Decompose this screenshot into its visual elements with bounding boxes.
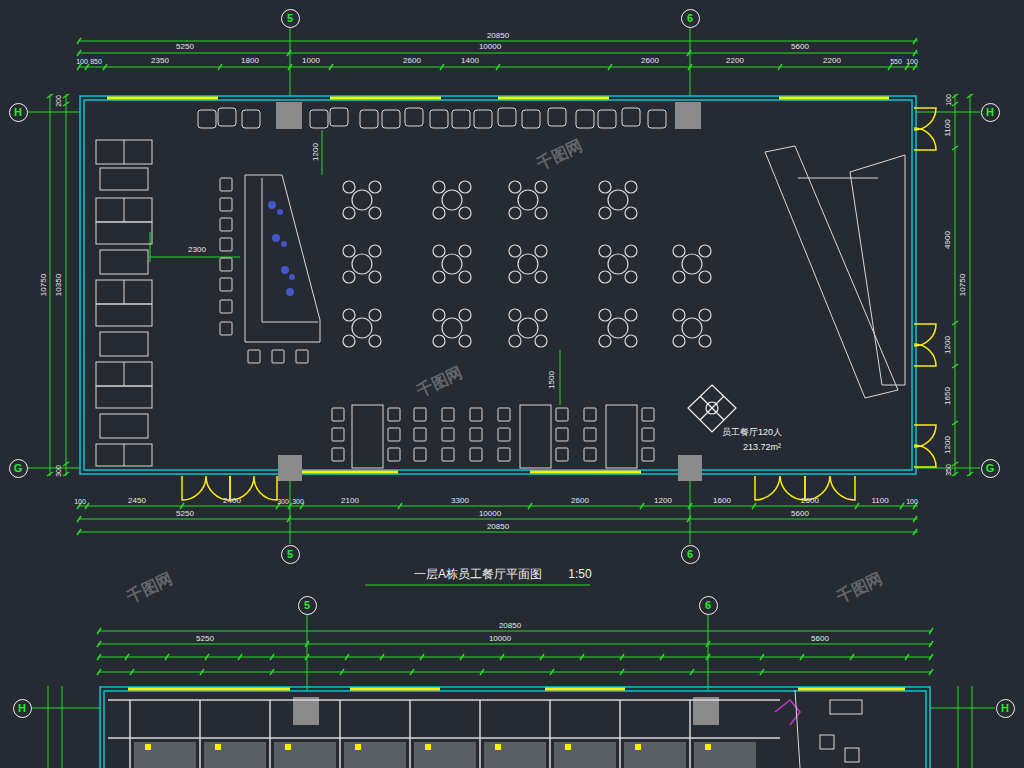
dimension-text: 2100 xyxy=(341,497,359,505)
dimension-text: 5250 xyxy=(176,43,194,51)
axis-bubble: 5 xyxy=(281,9,300,28)
room-label: 213.72m² xyxy=(743,443,781,452)
dimension-text: 5250 xyxy=(196,635,214,643)
axis-number: G xyxy=(14,463,23,474)
axis-bubble: H xyxy=(981,103,1000,122)
axis-number: 6 xyxy=(687,13,693,24)
dimension-text: 10000 xyxy=(479,43,501,51)
dimension-text: 10350 xyxy=(55,274,63,296)
axis-number: H xyxy=(1001,703,1009,714)
dimension-text: 2600 xyxy=(403,57,421,65)
dimension-text: 5600 xyxy=(811,635,829,643)
dimension-text: 300 xyxy=(292,498,304,505)
dimension-text: 1100 xyxy=(944,119,952,136)
dimension-text: 5250 xyxy=(176,510,194,518)
axis-bubble: 6 xyxy=(681,545,700,564)
dimension-text: 350 xyxy=(945,464,952,476)
axis-number: 5 xyxy=(287,549,293,560)
axis-bubble: H xyxy=(996,699,1015,718)
dimension-text: 100 xyxy=(906,498,918,505)
axis-bubble: 6 xyxy=(681,9,700,28)
dimension-text: 2400 xyxy=(223,497,241,505)
dimension-text: 1800 xyxy=(241,57,259,65)
dimension-text: 850 xyxy=(90,58,102,65)
dimension-text: 100 xyxy=(945,94,952,106)
axis-number: 6 xyxy=(687,549,693,560)
dimension-text: 1200 xyxy=(944,436,952,454)
dimension-text: 100 xyxy=(74,498,86,505)
axis-number: H xyxy=(18,703,26,714)
dimension-text: 100 xyxy=(76,58,88,65)
dimension-text: 1400 xyxy=(461,57,479,65)
axis-bubble: G xyxy=(9,459,28,478)
dimension-text: 3300 xyxy=(451,497,469,505)
dimension-text: 1200 xyxy=(654,497,672,505)
axis-number: 5 xyxy=(304,600,310,611)
dimension-text: 10750 xyxy=(40,274,48,296)
dimension-text: 1650 xyxy=(944,387,952,405)
watermark: 千图网 xyxy=(535,138,585,173)
dimension-text: 2300 xyxy=(188,246,206,254)
dimension-text: 2600 xyxy=(641,57,659,65)
axis-bubble: H xyxy=(13,699,32,718)
dimension-text: 1600 xyxy=(713,497,731,505)
dimension-text: 1500 xyxy=(548,371,556,389)
dimension-text: 300 xyxy=(55,465,62,477)
dimension-text: 10750 xyxy=(959,274,967,296)
watermark: 千图网 xyxy=(125,571,175,606)
watermark: 千图网 xyxy=(415,365,465,400)
dimension-text: 5600 xyxy=(791,43,809,51)
dimension-text: 10000 xyxy=(479,510,501,518)
dimension-text: 1100 xyxy=(871,497,888,505)
dimension-text: 100 xyxy=(906,58,918,65)
axis-number: 5 xyxy=(287,13,293,24)
dimension-text: 1000 xyxy=(302,57,320,65)
axis-number: 6 xyxy=(705,600,711,611)
dimension-text: 5600 xyxy=(791,510,809,518)
dimension-text: 20850 xyxy=(487,523,509,531)
dimension-text: 1200 xyxy=(944,336,952,354)
dimension-text: 4900 xyxy=(944,231,952,249)
axis-number: H xyxy=(986,107,994,118)
room-label: 员工餐厅120人 xyxy=(722,428,782,437)
axis-bubble: H xyxy=(9,103,28,122)
axis-bubble: 6 xyxy=(699,596,718,615)
dimension-text: 1200 xyxy=(312,143,320,161)
watermark: 千图网 xyxy=(835,571,885,606)
dimension-text: 2350 xyxy=(151,57,169,65)
drawing-title: 一层A栋员工餐厅平面图 xyxy=(414,568,542,580)
axis-number: H xyxy=(14,107,22,118)
axis-number: G xyxy=(986,463,995,474)
dimension-text: 10000 xyxy=(489,635,511,643)
dimension-text: 2200 xyxy=(823,57,841,65)
dimension-text: 200 xyxy=(55,95,62,107)
axis-bubble: 5 xyxy=(298,596,317,615)
axis-bubble: 5 xyxy=(281,545,300,564)
dimension-text: 20850 xyxy=(499,622,521,630)
dimension-text: 20850 xyxy=(487,32,509,40)
dimension-text: 300 xyxy=(277,498,289,505)
scale-text: 1:50 xyxy=(568,568,591,580)
dimension-text: 2200 xyxy=(726,57,744,65)
dimension-text: 2600 xyxy=(571,497,589,505)
dimension-text: 2450 xyxy=(128,497,146,505)
dimension-text: 2600 xyxy=(801,497,819,505)
axis-bubble: G xyxy=(981,459,1000,478)
dimension-text: 550 xyxy=(890,58,902,65)
